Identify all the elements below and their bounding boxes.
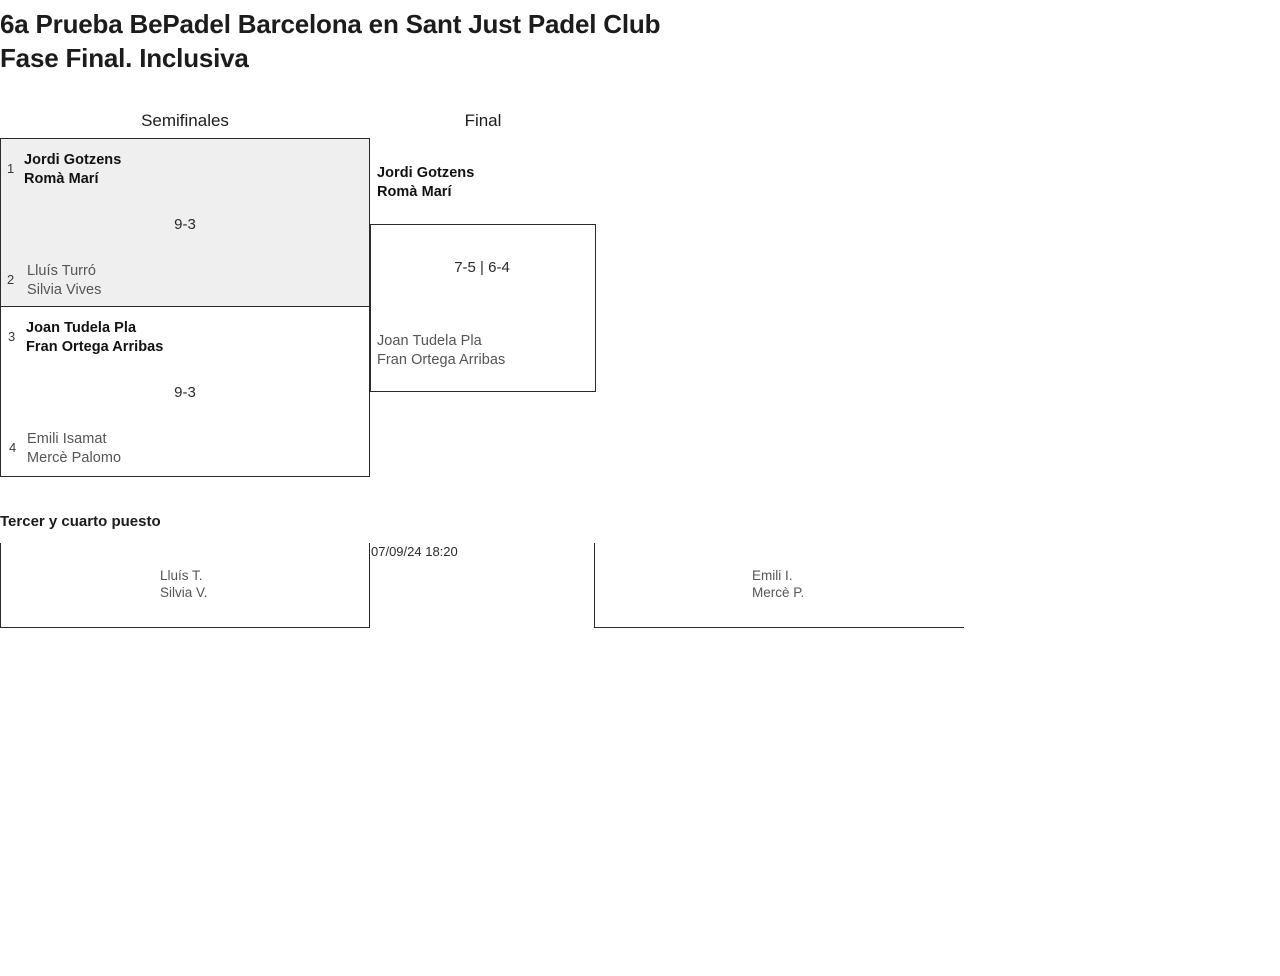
semifinal-1-top-player-2: Romà Marí <box>24 171 99 187</box>
semifinal-2-top-player-1: Joan Tudela Pla <box>26 320 137 336</box>
match-semifinal-2[interactable] <box>0 306 370 477</box>
third-place-heading: Tercer y cuarto puesto <box>0 513 161 530</box>
round-header-final: Final <box>464 111 502 130</box>
seed-number-2: 2 <box>7 272 15 287</box>
third-place-left-vertical-rule <box>0 543 1 628</box>
semifinal-2-top-player-2: Fran Ortega Arribas <box>26 339 164 355</box>
final-bottom-player-2: Fran Ortega Arribas <box>377 352 506 368</box>
semifinal-2-bottom-player-2: Mercè Palomo <box>27 450 122 466</box>
third-place-left-right-vertical-rule <box>369 543 370 628</box>
final-bottom-player-1: Joan Tudela Pla <box>377 333 482 349</box>
third-place-right-player-2: Mercè P. <box>752 585 805 600</box>
third-place-left-player-2: Silvia V. <box>160 585 208 600</box>
page-subtitle: Fase Final. Inclusiva <box>0 43 249 73</box>
third-place-right-bottom-rule <box>594 627 964 628</box>
third-place-left-bottom-rule <box>0 627 370 628</box>
third-place-right-player-1: Emili I. <box>752 568 793 583</box>
semifinal-1-score: 9-3 <box>174 216 196 233</box>
final-top-player-2: Romà Marí <box>377 184 452 200</box>
seed-number-4: 4 <box>9 440 17 455</box>
semifinal-1-bottom-player-1: Lluís Turró <box>27 263 97 279</box>
final-score: 7-5 | 6-4 <box>454 259 510 276</box>
semifinal-2-score: 9-3 <box>174 384 196 401</box>
round-header-semifinals: Semifinales <box>141 111 229 130</box>
final-top-player-1: Jordi Gotzens <box>377 165 475 181</box>
third-place-right-vertical-rule <box>594 543 595 628</box>
semifinal-2-bottom-player-1: Emili Isamat <box>27 431 107 447</box>
seed-number-1: 1 <box>7 161 15 176</box>
third-place-datetime: 07/09/24 18:20 <box>371 544 458 559</box>
page-title: 6a Prueba BePadel Barcelona en Sant Just… <box>0 9 661 39</box>
semifinal-1-bottom-player-2: Silvia Vives <box>27 282 102 298</box>
match-semifinal-1[interactable] <box>0 138 370 307</box>
semifinal-1-top-player-1: Jordi Gotzens <box>24 152 122 168</box>
match-final[interactable] <box>370 224 596 392</box>
third-place-left-player-1: Lluís T. <box>160 568 203 583</box>
seed-number-3: 3 <box>8 329 16 344</box>
